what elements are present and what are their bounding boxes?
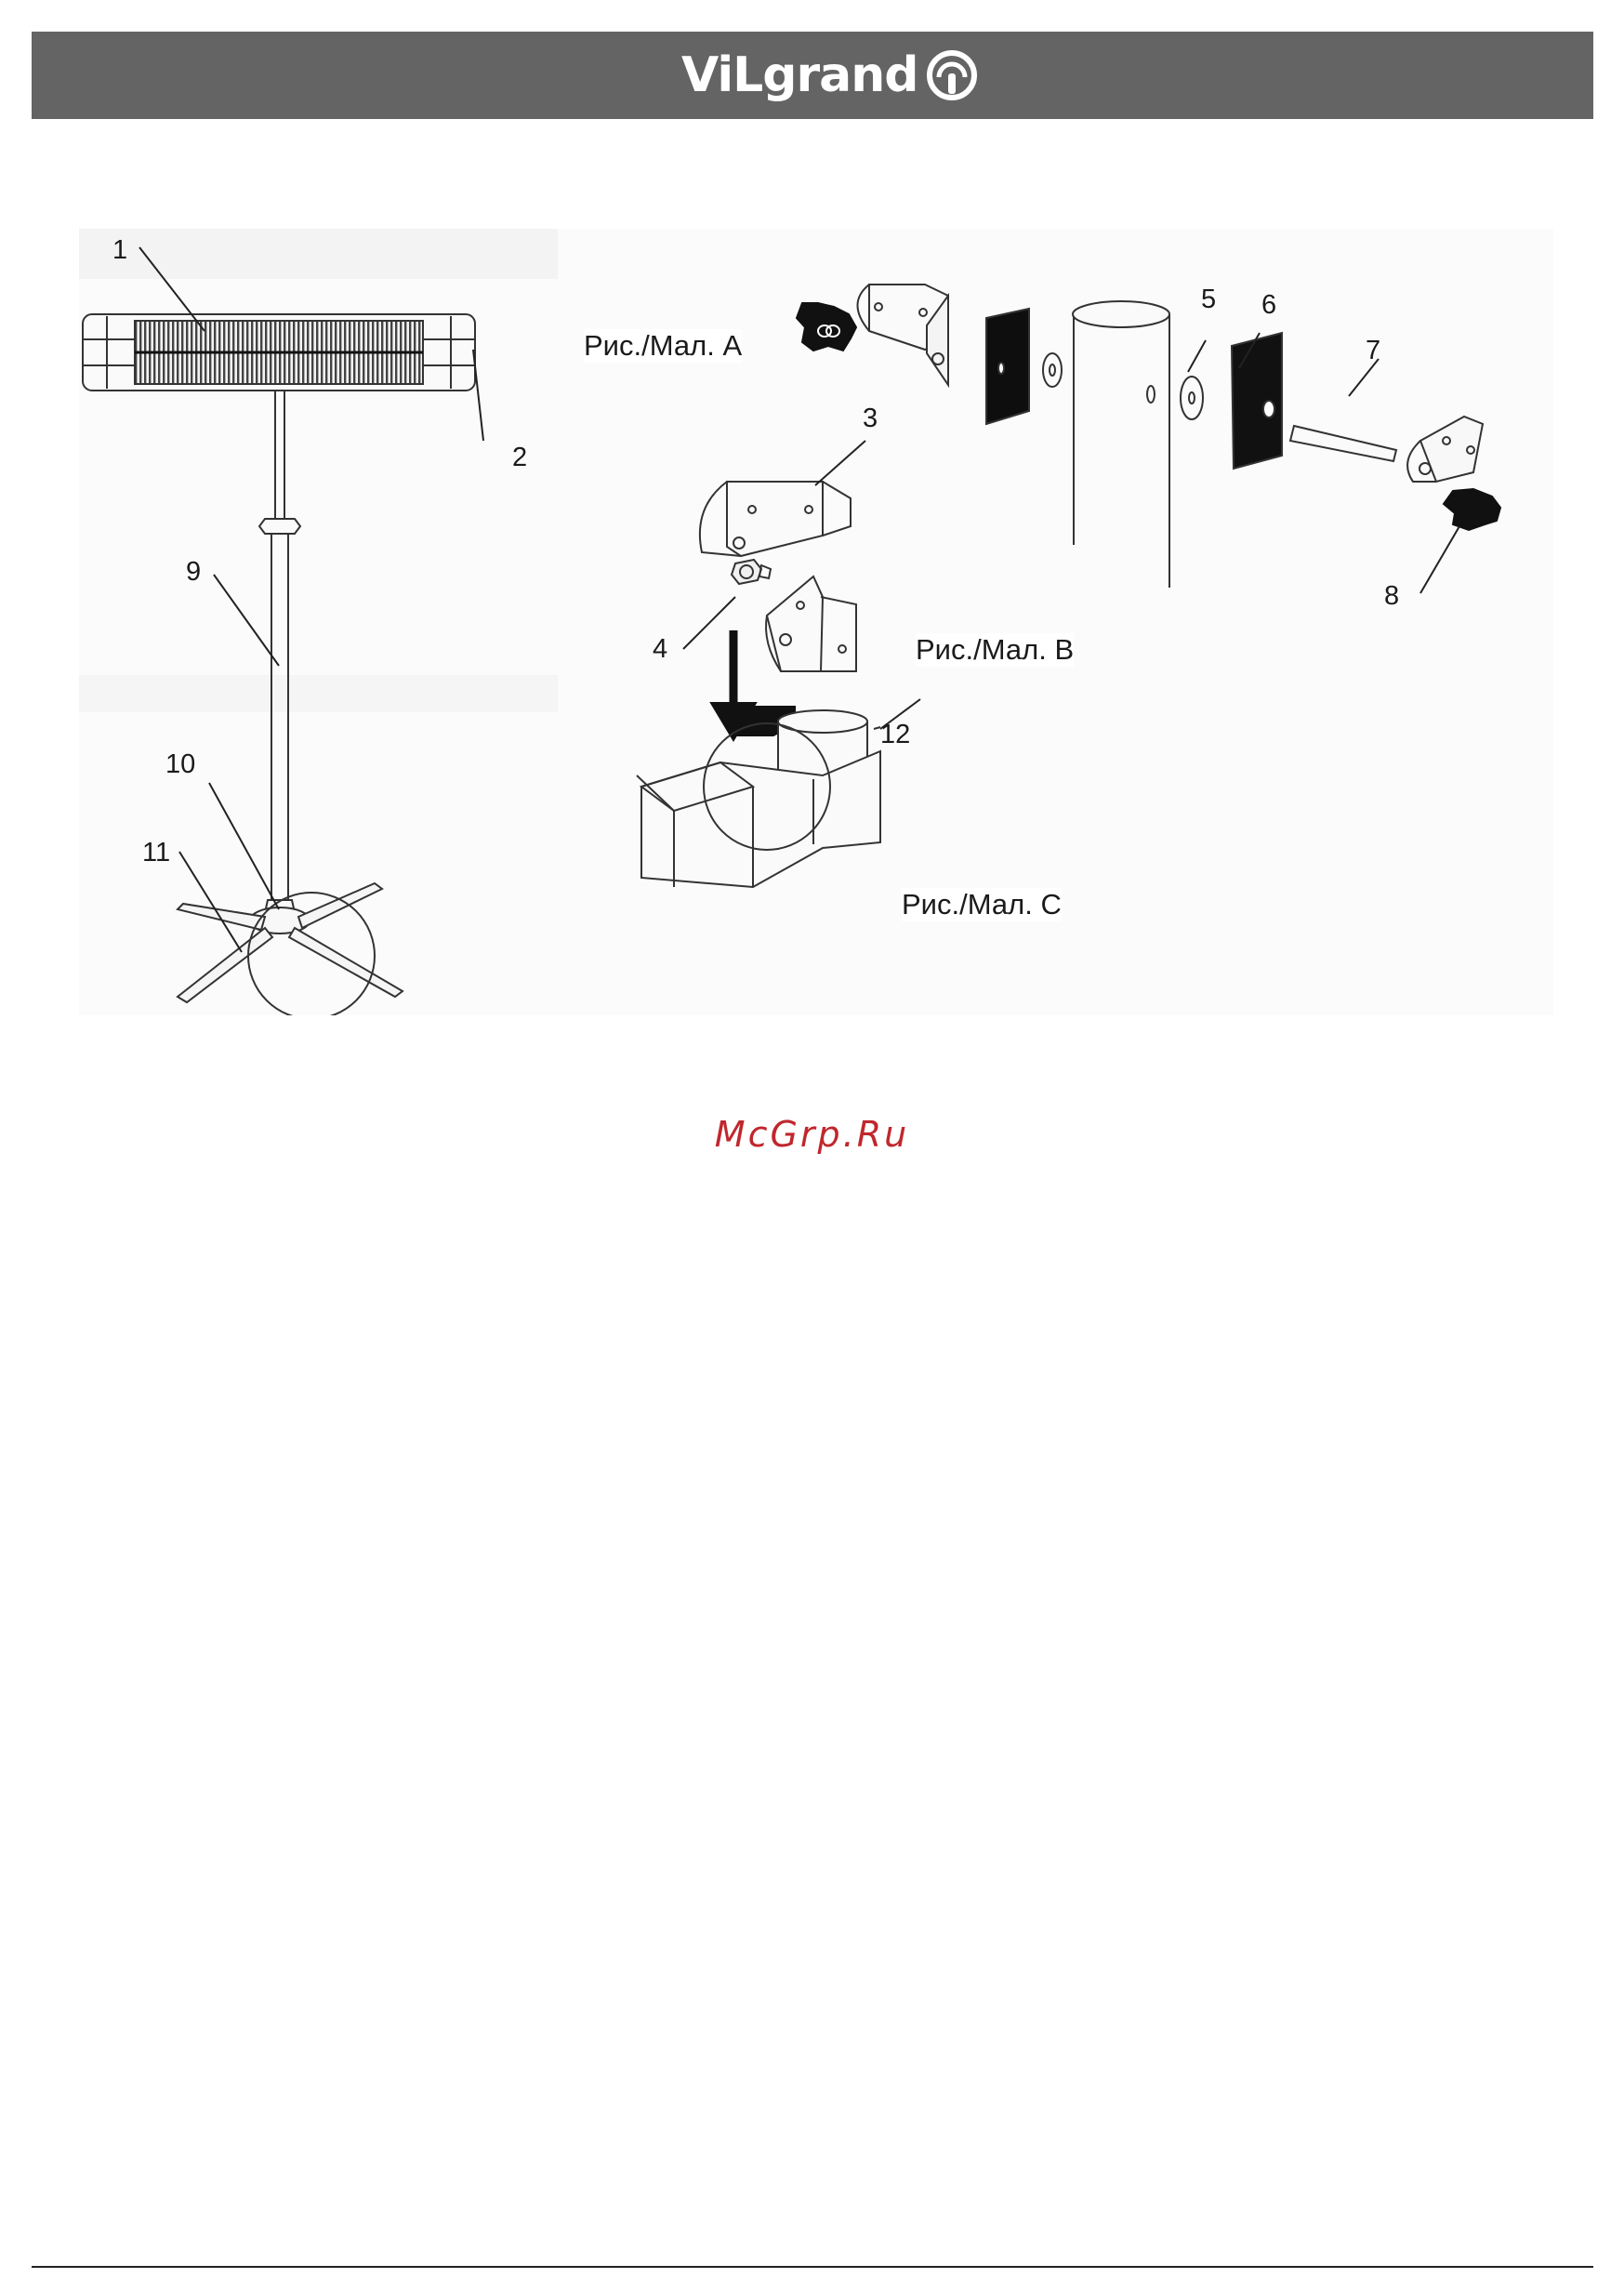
assembly-drawing bbox=[79, 229, 1553, 1015]
callout-4: 4 bbox=[653, 636, 667, 663]
callout-7: 7 bbox=[1366, 338, 1380, 364]
callout-12: 12 bbox=[880, 722, 910, 748]
brand-name: ViLgrand bbox=[681, 52, 918, 99]
caption-fig-b: Рис./Мал. B bbox=[916, 633, 1074, 667]
callout-2: 2 bbox=[512, 444, 527, 471]
callout-3: 3 bbox=[863, 405, 878, 432]
assembly-figure: 1 2 3 4 5 6 7 8 9 10 11 12 Рис./Мал. A Р… bbox=[79, 229, 1553, 1015]
callout-5: 5 bbox=[1201, 286, 1216, 313]
brand-mark-icon bbox=[926, 49, 978, 101]
callout-9: 9 bbox=[186, 559, 201, 586]
callout-6: 6 bbox=[1261, 292, 1276, 319]
callout-8: 8 bbox=[1384, 583, 1399, 610]
callout-11: 11 bbox=[142, 840, 170, 867]
callout-1: 1 bbox=[112, 237, 127, 264]
caption-fig-c: Рис./Мал. C bbox=[902, 888, 1062, 921]
callout-10: 10 bbox=[165, 751, 195, 778]
footer-divider bbox=[32, 2266, 1593, 2268]
caption-fig-a: Рис./Мал. A bbox=[584, 329, 742, 363]
watermark: McGrp.Ru bbox=[0, 1114, 1624, 1155]
brand-logo: ViLgrand bbox=[681, 52, 978, 99]
